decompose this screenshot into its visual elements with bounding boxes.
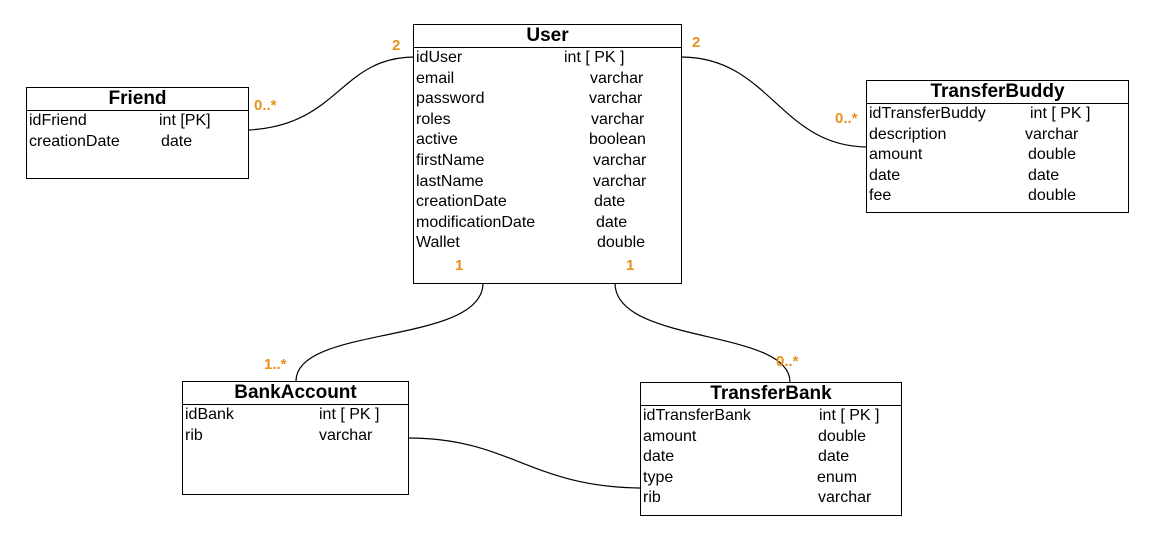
attribute-type: int [PK] <box>159 112 211 129</box>
attribute-type: date <box>594 193 626 211</box>
attribute-type: varchar <box>589 90 643 108</box>
attribute-name: idUser <box>416 49 463 66</box>
attribute-row: roles varchar <box>414 110 681 131</box>
entity-title: BankAccount <box>183 382 408 405</box>
multiplicity-bankaccount-user: 1..* <box>264 356 287 373</box>
attribute-type: date <box>1028 166 1060 184</box>
attribute-name: firstName <box>416 151 485 169</box>
connector-user-transferbank <box>614 282 791 383</box>
multiplicity-user-transferbank: 1 <box>626 257 635 274</box>
attribute-type: varchar <box>1025 125 1079 143</box>
attribute-type: int [ PK ] <box>1030 105 1091 122</box>
entity-bankaccount: BankAccount idBank int [ PK ] rib varchar <box>182 381 409 495</box>
attribute-row: Wallet double <box>414 233 681 254</box>
attribute-name: idTransferBuddy <box>869 105 986 122</box>
attribute-row: active boolean <box>414 130 681 151</box>
multiplicity-user-transferbuddy: 2 <box>692 34 701 51</box>
attribute-row: modificationDate date <box>414 213 681 234</box>
multiplicity-friend-user: 0..* <box>254 97 277 114</box>
attribute-name: fee <box>869 187 892 205</box>
attribute-name: date <box>643 448 675 466</box>
attribute-row: fee double <box>867 186 1128 207</box>
attribute-name: lastName <box>416 172 484 190</box>
attribute-type: date <box>161 132 193 150</box>
attribute-type: varchar <box>590 69 644 87</box>
attribute-row: rib varchar <box>641 488 901 509</box>
attribute-row: amount double <box>641 427 901 448</box>
attribute-name: amount <box>643 427 697 445</box>
attribute-row: creationDate date <box>414 192 681 213</box>
entity-user: User idUser int [ PK ] email varchar passw… <box>413 24 682 284</box>
attribute-type: int [ PK ] <box>319 406 380 423</box>
attribute-row: type enum <box>641 468 901 489</box>
attribute-row: description varchar <box>867 125 1128 146</box>
attribute-row: firstName varchar <box>414 151 681 172</box>
attribute-type: date <box>596 213 628 231</box>
attribute-type: varchar <box>319 426 373 444</box>
attribute-name: creationDate <box>29 132 120 150</box>
attribute-type: date <box>818 448 850 466</box>
attribute-type: boolean <box>589 131 646 149</box>
attribute-name: modificationDate <box>416 213 536 231</box>
entity-title: TransferBank <box>641 383 901 406</box>
attribute-name: rib <box>643 489 661 507</box>
attribute-type: varchar <box>591 110 645 128</box>
connector-user-transferbuddy <box>680 56 869 148</box>
entity-transferbank: TransferBank idTransferBank int [ PK ] am… <box>640 382 902 516</box>
attribute-name: idFriend <box>29 112 87 129</box>
attribute-name: creationDate <box>416 193 507 211</box>
attribute-row: idUser int [ PK ] <box>414 48 681 69</box>
attribute-row: idTransferBuddy int [ PK ] <box>867 104 1128 125</box>
attribute-type: double <box>1028 187 1077 205</box>
entity-title: TransferBuddy <box>867 81 1128 104</box>
attribute-type: int [ PK ] <box>819 407 880 424</box>
multiplicity-transferbank-user: 0..* <box>776 353 799 370</box>
attribute-row: idFriend int [PK] <box>27 111 248 132</box>
attribute-row: date date <box>641 447 901 468</box>
attribute-name: Wallet <box>416 234 460 252</box>
attribute-row: lastName varchar <box>414 172 681 193</box>
attribute-type: double <box>818 427 867 445</box>
multiplicity-user-bankaccount: 1 <box>455 257 464 274</box>
attribute-row: date date <box>867 166 1128 187</box>
attribute-row: rib varchar <box>183 426 408 447</box>
connector-user-bankaccount <box>295 282 484 382</box>
attribute-name: password <box>416 90 485 108</box>
attribute-row: creationDate date <box>27 132 248 153</box>
attribute-row: idTransferBank int [ PK ] <box>641 406 901 427</box>
attribute-name: rib <box>185 426 203 444</box>
attribute-type: varchar <box>593 172 647 190</box>
attribute-name: idTransferBank <box>643 407 751 424</box>
attribute-name: description <box>869 125 947 143</box>
attribute-row: amount double <box>867 145 1128 166</box>
attribute-row: email varchar <box>414 69 681 90</box>
attribute-row: idBank int [ PK ] <box>183 405 408 426</box>
attribute-name: email <box>416 69 455 87</box>
multiplicity-user-friend: 2 <box>392 37 401 54</box>
connector-user-friend <box>248 56 416 131</box>
attribute-name: active <box>416 131 458 149</box>
multiplicity-transferbuddy-user: 0..* <box>835 110 858 127</box>
attribute-name: roles <box>416 110 451 128</box>
attribute-name: type <box>643 468 674 486</box>
attribute-type: varchar <box>818 489 872 507</box>
entity-title: User <box>414 25 681 48</box>
attribute-name: amount <box>869 146 923 164</box>
attribute-type: double <box>597 234 646 252</box>
entity-title: Friend <box>27 88 248 111</box>
attribute-type: double <box>1028 146 1077 164</box>
attribute-type: enum <box>817 468 858 486</box>
connector-bankaccount-transferbank <box>407 437 642 489</box>
entity-friend: Friend idFriend int [PK] creationDate date <box>26 87 249 179</box>
attribute-name: date <box>869 166 901 184</box>
attribute-type: int [ PK ] <box>564 49 625 66</box>
attribute-name: idBank <box>185 406 234 423</box>
attribute-type: varchar <box>593 151 647 169</box>
attribute-row: password varchar <box>414 89 681 110</box>
